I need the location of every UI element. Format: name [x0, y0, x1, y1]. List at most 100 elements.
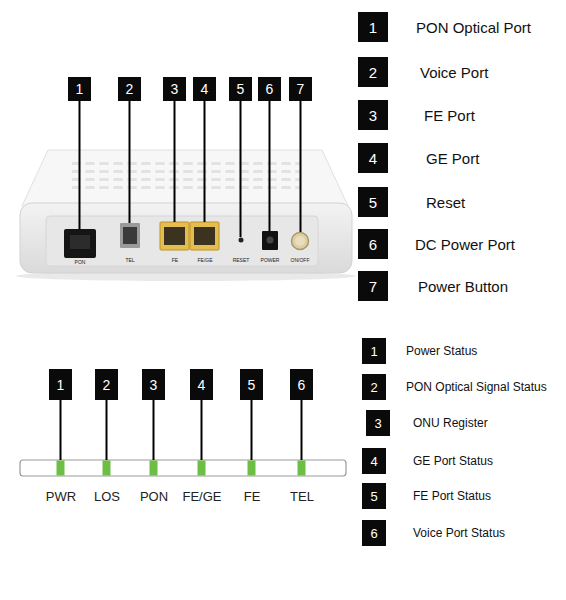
key-number-box: 4GE Port	[358, 143, 388, 173]
power-jack-pin	[267, 237, 274, 244]
part-description: FE Port	[424, 108, 475, 123]
reset-hole	[239, 238, 244, 243]
leader-line	[106, 400, 108, 460]
power-button-cap	[295, 236, 305, 246]
callout-number-text: 3	[374, 417, 381, 430]
led-label: PWR	[46, 490, 76, 503]
callout-number-text: 2	[103, 378, 111, 392]
callout-number: 2	[95, 369, 118, 400]
led-label: LOS	[94, 490, 120, 503]
key-number-box: 2PON Optical Signal Status	[362, 374, 386, 400]
pon-port	[64, 229, 96, 258]
leader-line	[251, 400, 253, 460]
callout-number: 5	[229, 77, 252, 101]
part-description: Voice Port	[420, 65, 488, 80]
part-description: DC Power Port	[415, 237, 515, 252]
leader-line	[60, 400, 62, 460]
key-number-box: 2Voice Port	[358, 57, 388, 87]
callout-number: 4	[193, 77, 216, 101]
port-label: ON/OFF	[291, 258, 310, 263]
callout-number-text: 7	[369, 279, 377, 294]
key-number-box: 6Voice Port Status	[362, 520, 386, 546]
led	[248, 461, 256, 476]
part-description: Power Button	[418, 279, 508, 294]
leader-line	[153, 400, 155, 460]
pon-port-opening	[70, 235, 90, 249]
led-strip	[20, 460, 346, 476]
leader-lines	[61, 400, 302, 460]
callout-number-text: 3	[369, 108, 377, 123]
tel-port-opening	[123, 227, 137, 244]
port-label: TEL	[125, 258, 134, 263]
led-label: FE	[244, 490, 261, 503]
part-description: PON Optical Port	[416, 20, 531, 35]
ge-port	[190, 222, 219, 250]
router-top	[22, 150, 348, 206]
callout-number-text: 1	[57, 378, 65, 392]
part-description: FE Port Status	[413, 490, 491, 502]
power-button	[292, 233, 309, 250]
ge-port-opening	[194, 227, 215, 245]
led	[103, 461, 111, 476]
callout-number: 5	[240, 369, 263, 400]
leader-line	[201, 400, 203, 460]
power-jack	[262, 231, 278, 250]
callout-number-text: 6	[370, 527, 377, 540]
leader-line	[174, 101, 176, 222]
callout-number-text: 2	[369, 65, 377, 80]
callout-number: 3	[142, 369, 165, 400]
led-label: FE/GE	[182, 490, 221, 503]
key-number-box: 7Power Button	[358, 271, 388, 301]
callout-number-text: 6	[266, 82, 274, 96]
fe-port-opening	[164, 227, 185, 245]
part-description: Voice Port Status	[413, 527, 505, 539]
callout-number-text: 5	[370, 490, 377, 503]
tel-port	[120, 223, 140, 248]
port-label: PON	[75, 260, 86, 265]
leader-line	[300, 101, 302, 232]
callout-number-text: 7	[297, 82, 305, 96]
led	[198, 461, 206, 476]
vent-slots	[72, 160, 300, 192]
part-description: Reset	[426, 195, 465, 210]
callout-number: 3	[163, 77, 186, 101]
port-label: POWER	[261, 258, 280, 263]
callout-number: 1	[49, 369, 72, 400]
port-recess	[46, 216, 318, 266]
leader-line	[269, 101, 271, 231]
callout-number-text: 1	[370, 345, 377, 358]
part-description: GE Port	[426, 151, 479, 166]
key-number-box: 3FE Port	[358, 100, 388, 130]
leader-line	[240, 101, 242, 237]
callout-number-text: 3	[171, 82, 179, 96]
leader-line	[129, 101, 131, 223]
led	[150, 461, 158, 476]
key-number-box: 1PON Optical Port	[358, 12, 388, 42]
callout-number-text: 4	[201, 82, 209, 96]
callout-number: 2	[118, 77, 141, 101]
callout-number-text: 1	[76, 82, 84, 96]
led-indicators	[57, 461, 306, 476]
callout-number: 7	[289, 77, 312, 101]
led-label: TEL	[290, 490, 314, 503]
callout-number-text: 6	[298, 378, 306, 392]
router-back-panel	[20, 203, 352, 273]
callout-number-text: 4	[370, 455, 377, 468]
leader-line	[204, 101, 206, 222]
callout-number-text: 2	[370, 381, 377, 394]
key-number-box: 3ONU Register	[366, 410, 390, 436]
leader-line	[79, 101, 81, 229]
leader-line	[301, 400, 303, 460]
callout-number-text: 5	[237, 82, 245, 96]
key-number-box: 5FE Port Status	[362, 483, 386, 509]
key-number-box: 5Reset	[358, 187, 388, 217]
part-description: GE Port Status	[413, 455, 493, 467]
callout-number: 4	[190, 369, 213, 400]
led	[298, 461, 306, 476]
led	[57, 461, 65, 476]
callout-number-text: 2	[126, 82, 134, 96]
fe-port	[160, 222, 189, 250]
led-label: PON	[140, 490, 168, 503]
key-number-box: 4GE Port Status	[362, 448, 386, 474]
